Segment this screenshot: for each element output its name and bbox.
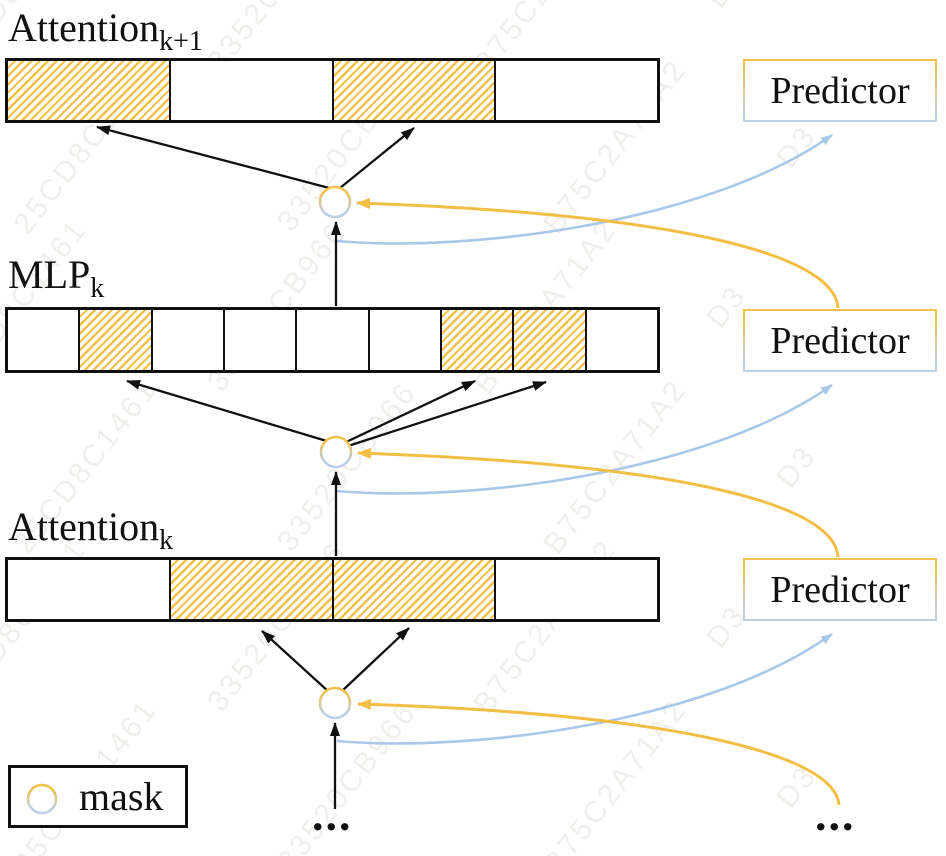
watermark-text: D3 xyxy=(700,0,754,15)
watermark-text: 33520CB966 xyxy=(271,375,424,558)
attention-k-units-bar xyxy=(5,557,660,622)
predictor-label: Predictor xyxy=(770,319,910,362)
unit-masked xyxy=(168,560,332,619)
unit-kept xyxy=(584,310,657,370)
unit-masked xyxy=(439,310,513,370)
unit-masked xyxy=(331,61,495,120)
unit-kept xyxy=(222,310,296,370)
attention-k1-units-bar xyxy=(5,58,660,123)
legend-label: mask xyxy=(79,774,164,819)
label-subscript: k xyxy=(159,525,174,556)
unit-masked xyxy=(512,310,585,370)
unit-kept xyxy=(367,310,440,370)
predictor-box-middle: Predictor xyxy=(743,309,937,372)
watermark-text: D3 xyxy=(770,439,824,495)
legend-box: mask xyxy=(8,765,188,828)
unit-kept xyxy=(8,560,169,619)
unit-masked xyxy=(8,61,169,120)
ellipsis-residual-stream: ... xyxy=(312,789,353,840)
label-text: Attention xyxy=(8,504,160,549)
label-mlp-k: MLPk xyxy=(8,252,104,303)
unit-kept xyxy=(8,310,79,370)
label-attention-k: Attentionk xyxy=(8,504,173,555)
unit-kept xyxy=(150,310,223,370)
predictor-box-bottom: Predictor xyxy=(743,558,937,621)
mlp-k-units-bar xyxy=(5,307,660,373)
unit-kept xyxy=(168,61,332,120)
predictor-label: Predictor xyxy=(770,568,910,611)
watermark-text: D3 xyxy=(770,119,824,175)
unit-kept xyxy=(295,310,368,370)
label-text: MLP xyxy=(8,252,91,297)
predictor-box-top: Predictor xyxy=(743,59,937,122)
unit-kept xyxy=(494,61,657,120)
label-subscript: k+1 xyxy=(159,26,203,57)
ellipsis-predictor-chain: ... xyxy=(815,789,856,840)
watermark-text: B75C2A71A2 xyxy=(537,373,694,561)
unit-masked xyxy=(78,310,151,370)
label-subscript: k xyxy=(90,273,105,304)
unit-masked xyxy=(331,560,495,619)
predictor-label: Predictor xyxy=(770,69,910,112)
watermark-text: B75C2A71A2 xyxy=(537,693,694,856)
unit-kept xyxy=(494,560,657,619)
label-text: Attention xyxy=(8,5,160,50)
label-attention-k1: Attentionk+1 xyxy=(8,5,203,56)
